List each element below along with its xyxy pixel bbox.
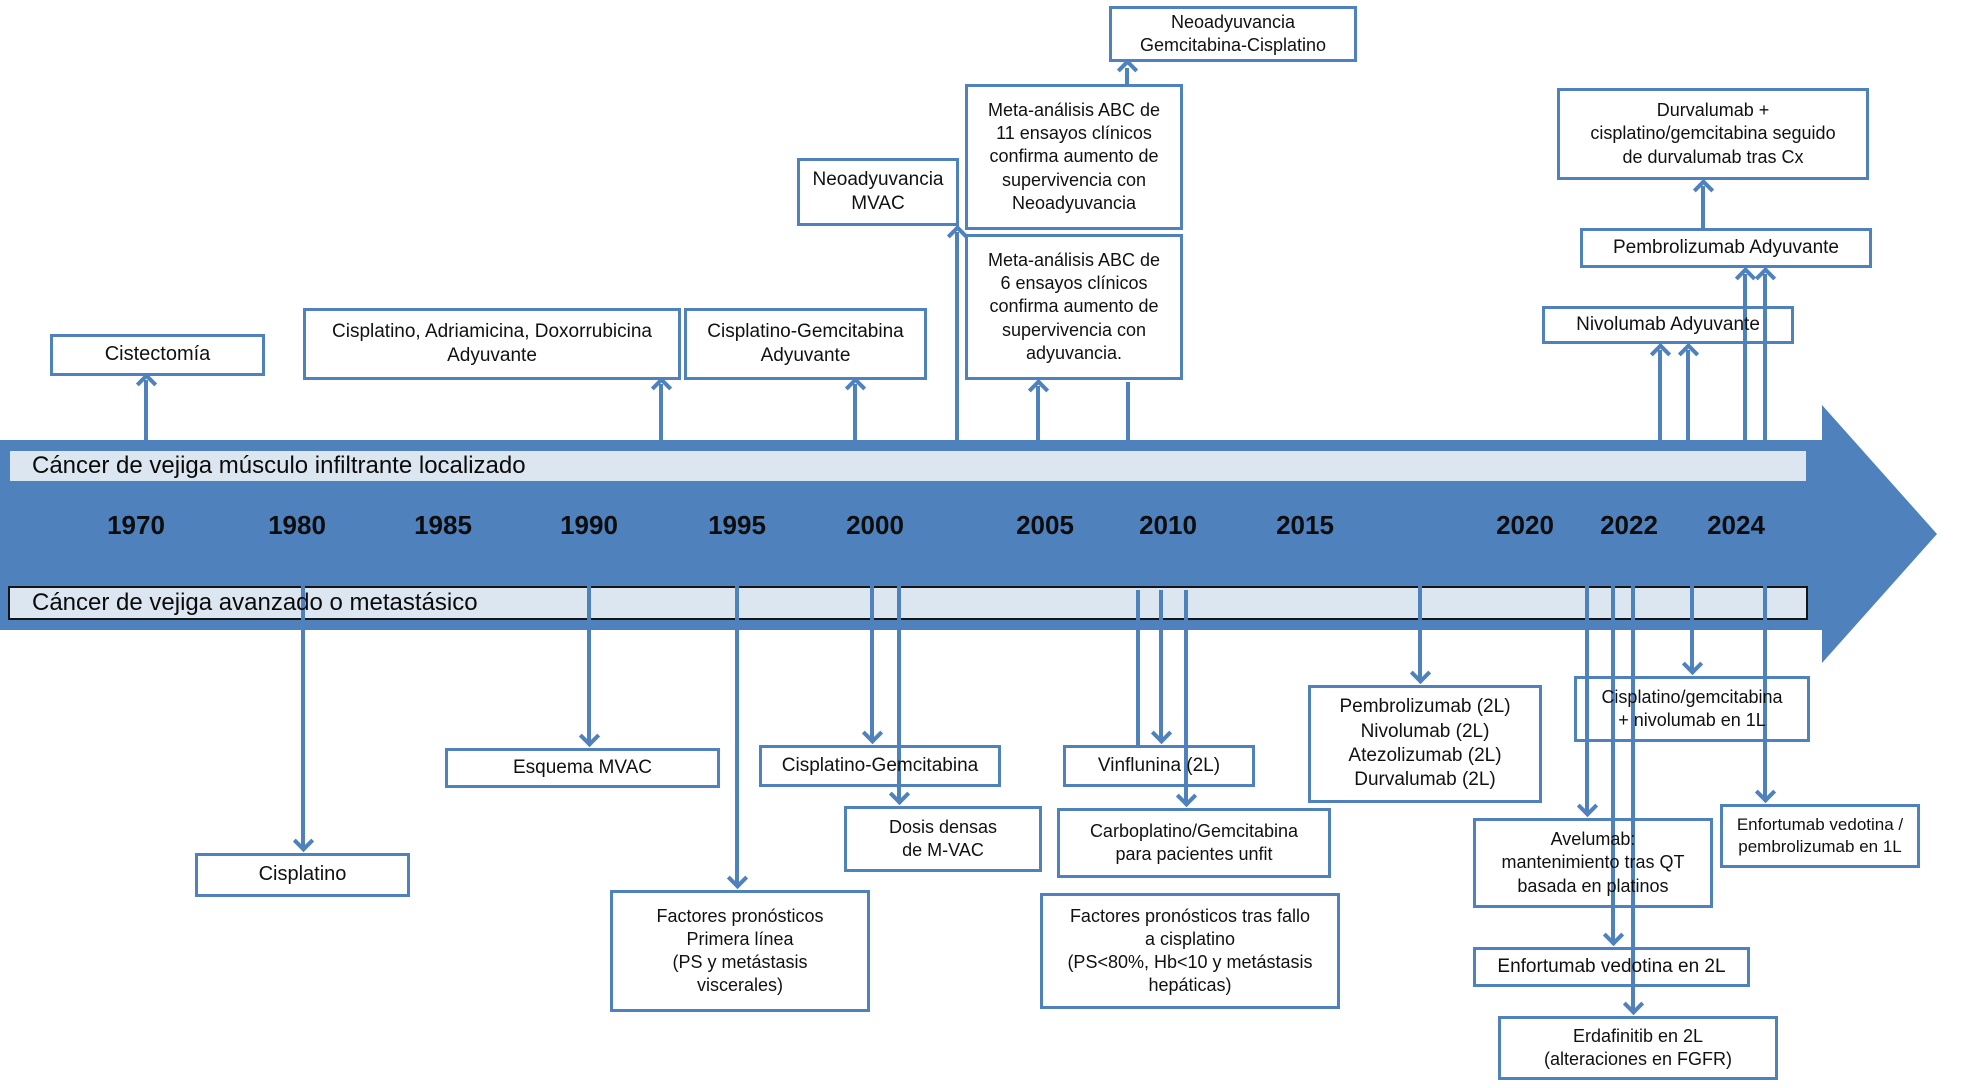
year-label-2015: 2015 bbox=[1276, 510, 1334, 540]
band-localizado-label: Cáncer de vejiga músculo infiltrante loc… bbox=[32, 452, 526, 479]
arrow-down-icon bbox=[1602, 924, 1625, 947]
arrow-line bbox=[1125, 68, 1129, 84]
arrow-line bbox=[1763, 274, 1767, 449]
box-durvalumab-cisplatino-gemcitabina: Durvalumab + cisplatino/gemcitabina segu… bbox=[1557, 88, 1869, 180]
box-dosis-densas-mvac: Dosis densas de M-VAC bbox=[844, 806, 1042, 872]
box-cisplatino-gemcitabina-nivolumab-1l: Cisplatino/gemcitabina + nivolumab en 1L bbox=[1574, 676, 1810, 742]
arrow-line bbox=[144, 380, 148, 449]
arrow-line bbox=[659, 384, 663, 449]
arrow-up-icon bbox=[650, 376, 673, 399]
arrow-line bbox=[301, 547, 305, 847]
arrow-down-icon bbox=[1622, 993, 1645, 1016]
band-metastasico-label: Cáncer de vejiga avanzado o metastásico bbox=[32, 589, 478, 616]
arrow-line bbox=[1036, 386, 1040, 449]
year-label-2022: 2022 bbox=[1600, 510, 1658, 540]
box-cistectomia: Cistectomía bbox=[50, 334, 265, 376]
box-cisplatino: Cisplatino bbox=[195, 853, 410, 897]
arrow-up-icon bbox=[1734, 266, 1757, 289]
year-label-1980: 1980 bbox=[268, 510, 326, 540]
year-label-2024: 2024 bbox=[1707, 510, 1765, 540]
box-nivolumab-adyuvante: Nivolumab Adyuvante bbox=[1542, 306, 1794, 344]
arrow-up-icon bbox=[1116, 58, 1139, 81]
box-pembrolizumab-adyuvante: Pembrolizumab Adyuvante bbox=[1580, 228, 1872, 268]
box-erdafinitib-2l: Erdafinitib en 2L (alteraciones en FGFR) bbox=[1498, 1016, 1778, 1080]
arrow-up-icon bbox=[1677, 342, 1700, 365]
arrow-up-icon bbox=[1027, 378, 1050, 401]
box-carboplatino-gemcitabina-unfit: Carboplatino/Gemcitabina para pacientes … bbox=[1057, 808, 1331, 878]
arrow-down-icon bbox=[578, 725, 601, 748]
box-esquema-mvac: Esquema MVAC bbox=[445, 748, 720, 788]
arrow-up-icon bbox=[1649, 342, 1672, 365]
box-cisplatino-adriamicina-adyuvante: Cisplatino, Adriamicina, Doxorrubicina A… bbox=[303, 308, 681, 380]
arrow-up-icon bbox=[1754, 266, 1777, 289]
arrow-up-icon bbox=[135, 372, 158, 395]
box-vinflunina-2l: Vinflunina (2L) bbox=[1063, 745, 1255, 787]
arrow-line bbox=[735, 547, 739, 884]
box-enfortumab-vedotina-2l: Enfortumab vedotina en 2L bbox=[1473, 947, 1750, 987]
arrow-down-icon bbox=[1409, 662, 1432, 685]
arrow-down-icon bbox=[861, 722, 884, 745]
timeline-arrow-head-icon bbox=[1822, 405, 1937, 663]
year-label-2000: 2000 bbox=[846, 510, 904, 540]
year-label-1990: 1990 bbox=[560, 510, 618, 540]
arrow-line bbox=[587, 547, 591, 742]
arrow-down-icon bbox=[292, 830, 315, 853]
box-neoadyuvancia-mvac: Neoadyuvancia MVAC bbox=[797, 158, 959, 226]
arrow-line bbox=[1585, 547, 1589, 812]
arrow-down-icon bbox=[726, 867, 749, 890]
arrow-line bbox=[1136, 590, 1140, 745]
arrow-line bbox=[1184, 590, 1188, 802]
box-meta-analisis-11-ensayos: Meta-análisis ABC de 11 ensayos clínicos… bbox=[965, 84, 1183, 230]
arrow-line bbox=[1763, 547, 1767, 798]
arrow-line bbox=[1686, 350, 1690, 449]
arrow-line bbox=[1126, 382, 1130, 449]
arrow-down-icon bbox=[1681, 653, 1704, 676]
year-label-1985: 1985 bbox=[414, 510, 472, 540]
arrow-line bbox=[955, 232, 959, 448]
arrow-line bbox=[870, 547, 874, 739]
arrow-line bbox=[897, 547, 901, 800]
box-cisplatino-gemcitabina: Cisplatino-Gemcitabina bbox=[759, 745, 1001, 787]
arrow-up-icon bbox=[844, 376, 867, 399]
arrow-line bbox=[1611, 547, 1615, 941]
year-label-2020: 2020 bbox=[1496, 510, 1554, 540]
arrow-down-icon bbox=[1150, 722, 1173, 745]
arrow-line bbox=[1159, 590, 1163, 739]
arrow-line bbox=[853, 384, 857, 449]
box-factores-pronosticos-tras-fallo: Factores pronósticos tras fallo a cispla… bbox=[1040, 893, 1340, 1009]
year-label-2010: 2010 bbox=[1139, 510, 1197, 540]
arrow-line bbox=[1701, 186, 1705, 228]
box-enfortumab-pembrolizumab-1l: Enfortumab vedotina / pembrolizumab en 1… bbox=[1720, 804, 1920, 868]
box-avelumab-mantenimiento: Avelumab: mantenimiento tras QT basada e… bbox=[1473, 818, 1713, 908]
arrow-down-icon bbox=[1576, 795, 1599, 818]
band-metastasico: Cáncer de vejiga avanzado o metastásico bbox=[8, 586, 1808, 620]
arrow-line bbox=[1631, 547, 1635, 1010]
arrow-down-icon bbox=[1175, 785, 1198, 808]
box-inmunoterapia-2l: Pembrolizumab (2L) Nivolumab (2L) Atezol… bbox=[1308, 685, 1542, 803]
arrow-up-icon bbox=[1692, 178, 1715, 201]
year-label-1995: 1995 bbox=[708, 510, 766, 540]
box-cisplatino-gemcitabina-adyuvante: Cisplatino-Gemcitabina Adyuvante bbox=[684, 308, 927, 380]
arrow-line bbox=[1743, 274, 1747, 449]
arrow-line bbox=[1418, 547, 1422, 679]
box-factores-pronosticos-primera-linea: Factores pronósticos Primera línea (PS y… bbox=[610, 890, 870, 1012]
year-label-1970: 1970 bbox=[107, 510, 165, 540]
arrow-line bbox=[1690, 555, 1694, 670]
arrow-line bbox=[1658, 350, 1662, 449]
band-localizado: Cáncer de vejiga músculo infiltrante loc… bbox=[8, 449, 1808, 483]
arrow-down-icon bbox=[888, 783, 911, 806]
year-label-2005: 2005 bbox=[1016, 510, 1074, 540]
box-meta-analisis-6-ensayos: Meta-análisis ABC de 6 ensayos clínicos … bbox=[965, 234, 1183, 380]
arrow-down-icon bbox=[1754, 781, 1777, 804]
box-neoadyuvancia-gemcitabina-cisplatino: Neoadyuvancia Gemcitabina-Cisplatino bbox=[1109, 6, 1357, 62]
